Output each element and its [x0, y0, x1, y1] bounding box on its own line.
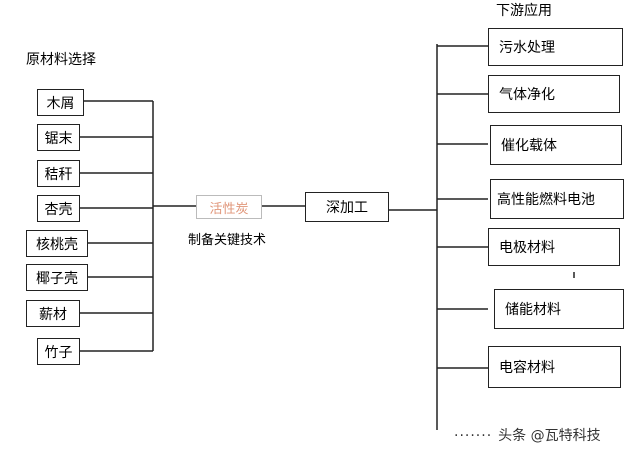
application-box-2: 气体净化 [488, 75, 620, 113]
raw-material-label: 秸秆 [44, 166, 73, 183]
downstream-applications-title: 下游应用 [496, 3, 552, 19]
activated-carbon-box: 活性炭 [196, 195, 262, 219]
raw-material-label: 核桃壳 [36, 236, 78, 253]
raw-material-label: 椰子壳 [36, 270, 78, 287]
application-box-3: 催化载体 [490, 125, 622, 165]
raw-material-label: 木屑 [46, 95, 75, 112]
raw-material-label: 竹子 [44, 344, 73, 361]
deep-processing-label: 深加工 [326, 200, 368, 216]
application-box-7: 电容材料 [488, 346, 621, 388]
raw-material-box-4: 杏壳 [37, 195, 80, 222]
application-label: 催化载体 [501, 138, 557, 154]
watermark-text: 头条 @瓦特科技 [498, 428, 601, 444]
application-label: 污水处理 [499, 40, 555, 56]
watermark-dots: ······· [454, 428, 493, 444]
application-label: 高性能燃料电池 [497, 192, 595, 208]
raw-material-label: 锯末 [44, 130, 73, 147]
application-box-5: 电极材料 [488, 228, 620, 266]
application-label: 储能材料 [505, 302, 561, 318]
application-label: 气体净化 [499, 87, 555, 103]
deep-processing-box: 深加工 [305, 192, 389, 222]
application-label: 电极材料 [499, 240, 555, 256]
application-box-4: 高性能燃料电池 [490, 179, 624, 219]
raw-material-box-6: 椰子壳 [26, 264, 88, 291]
application-box-1: 污水处理 [488, 28, 623, 66]
raw-material-box-3: 秸秆 [37, 160, 80, 187]
raw-material-label: 杏壳 [44, 201, 73, 218]
application-box-6: 储能材料 [494, 289, 624, 329]
raw-material-box-7: 薪材 [26, 300, 80, 327]
watermark: ······· 头条 @瓦特科技 [454, 425, 601, 445]
activated-carbon-label: 活性炭 [209, 201, 249, 217]
raw-material-box-2: 锯末 [37, 124, 80, 151]
raw-material-box-5: 核桃壳 [26, 230, 88, 257]
application-label: 电容材料 [499, 360, 555, 376]
raw-material-label: 薪材 [39, 306, 67, 323]
raw-material-box-8: 竹子 [37, 338, 80, 365]
key-technology-caption: 制备关键技术 [188, 233, 267, 248]
raw-material-box-1: 木屑 [37, 89, 84, 116]
raw-materials-title: 原材料选择 [26, 52, 96, 68]
